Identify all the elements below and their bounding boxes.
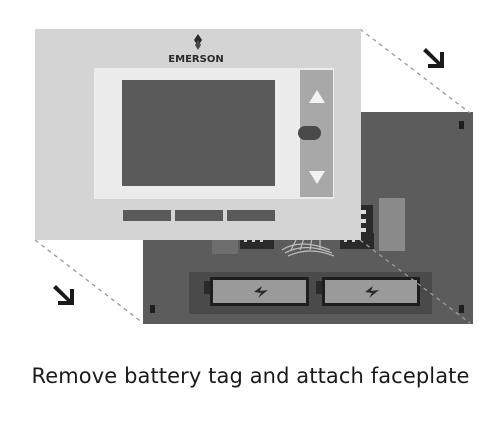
display-screen (122, 80, 275, 186)
direction-arrow-icon (423, 48, 444, 68)
soft-key-2 (175, 210, 223, 221)
projection-lines (34, 28, 471, 324)
emerson-logo-icon (194, 34, 202, 50)
battery-2 (316, 277, 420, 306)
lightning-icon (365, 286, 379, 298)
soft-key-1 (123, 210, 171, 221)
center-tab (298, 126, 321, 140)
screw-hole (459, 305, 464, 313)
faceplate: EMERSON (35, 29, 361, 240)
soft-key-3 (227, 210, 275, 221)
installation-diagram: EMERSON (34, 28, 473, 324)
screw-hole (459, 121, 464, 129)
battery-1 (204, 277, 309, 306)
brand-label: EMERSON (168, 54, 223, 65)
caption: Remove battery tag and attach faceplate (31, 364, 470, 388)
up-arrow-icon (309, 90, 325, 103)
direction-arrow-icon (53, 285, 74, 305)
down-arrow-icon (309, 171, 325, 184)
lightning-icon (254, 286, 268, 298)
screw-hole (150, 305, 155, 313)
side-module (379, 198, 405, 251)
